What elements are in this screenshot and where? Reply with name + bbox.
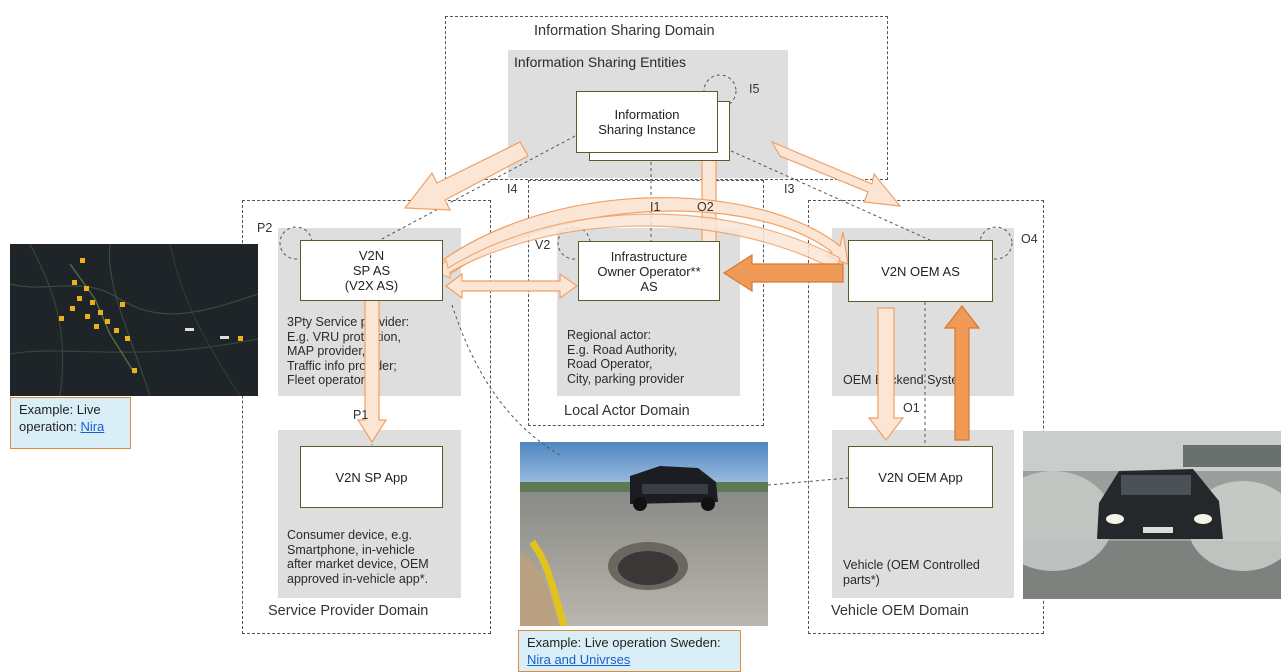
infra-as-box[interactable]: Infrastructure Owner Operator** AS bbox=[578, 241, 720, 301]
point-i4: I4 bbox=[507, 182, 518, 196]
vehicle-description: Vehicle (OEM Controlled parts*) bbox=[843, 558, 980, 587]
oem-app-box[interactable]: V2N OEM App bbox=[848, 446, 993, 508]
photo-to-oem-app-line bbox=[767, 477, 849, 486]
nira-and-univrses-link[interactable]: Nira and Univrses bbox=[527, 652, 631, 667]
example-left-text: Example: Live operation: bbox=[19, 402, 101, 434]
vehicle-oem-domain-label: Vehicle OEM Domain bbox=[831, 603, 969, 619]
arrow-info-to-sp bbox=[403, 141, 529, 211]
point-v2: V2 bbox=[535, 238, 551, 252]
sp-as-label: V2N SP AS (V2X AS) bbox=[344, 248, 399, 293]
arrow-info-to-oem bbox=[770, 140, 902, 207]
sp-app-box[interactable]: V2N SP App bbox=[300, 446, 443, 508]
local-actor-domain-boundary bbox=[528, 180, 764, 426]
point-p1: P1 bbox=[353, 408, 369, 422]
map-image bbox=[10, 244, 258, 396]
info-sharing-domain-boundary bbox=[445, 16, 888, 180]
spray-image bbox=[1023, 431, 1281, 599]
map-photo bbox=[10, 244, 258, 396]
arrow-sp-down-to-app bbox=[356, 299, 388, 444]
point-p2: P2 bbox=[257, 221, 273, 235]
arrow-oem-as-down-to-app bbox=[867, 307, 905, 441]
vehicle-oem-domain-boundary bbox=[808, 200, 1044, 634]
service-provider-domain-label: Service Provider Domain bbox=[268, 603, 429, 619]
sp-app-label: V2N SP App bbox=[335, 469, 408, 485]
point-i5: I5 bbox=[749, 82, 760, 96]
sp-to-photo-line bbox=[451, 304, 561, 456]
arrow-oem-app-up bbox=[943, 305, 981, 441]
local-actor-domain-label: Local Actor Domain bbox=[564, 403, 690, 419]
info-sharing-instance-box[interactable]: Information Sharing Instance bbox=[576, 91, 718, 153]
oem-as-box[interactable]: V2N OEM AS bbox=[848, 240, 993, 302]
arrow-oem-sp-curved bbox=[435, 213, 841, 279]
oem-as-label: V2N OEM AS bbox=[881, 263, 960, 279]
point-o1: O1 bbox=[903, 401, 920, 415]
water-spray-photo bbox=[1023, 431, 1281, 599]
arrow-sp-infra-bidir bbox=[445, 272, 579, 300]
infra-as-label: Infrastructure Owner Operator** AS bbox=[597, 248, 701, 294]
sp-as-box[interactable]: V2N SP AS (V2X AS) bbox=[300, 240, 443, 301]
point-o2: O2 bbox=[697, 200, 714, 214]
pothole-photo bbox=[520, 442, 768, 626]
point-i1: I1 bbox=[650, 200, 661, 214]
point-i3: I3 bbox=[784, 182, 795, 196]
example-live-operation-box: Example: Live operation: Nira bbox=[10, 397, 131, 449]
i3-interface-line bbox=[719, 145, 931, 241]
info-entities-label: Information Sharing Entities bbox=[514, 54, 686, 70]
i4-interface-line bbox=[379, 135, 576, 241]
nira-link[interactable]: Nira bbox=[80, 419, 105, 434]
service-provider-domain-boundary bbox=[242, 200, 491, 634]
regional-actor-description: Regional actor: E.g. Road Authority, Roa… bbox=[567, 328, 685, 386]
info-sharing-domain-label: Information Sharing Domain bbox=[534, 23, 715, 39]
point-o4: O4 bbox=[1021, 232, 1038, 246]
consumer-device-description: Consumer device, e.g. Smartphone, in-veh… bbox=[287, 528, 429, 586]
pothole-image bbox=[520, 442, 768, 626]
info-sharing-instance-label: Information Sharing Instance bbox=[598, 107, 696, 137]
oem-app-label: V2N OEM App bbox=[878, 469, 963, 485]
example-bottom-text: Example: Live operation Sweden: bbox=[527, 635, 721, 650]
arrow-oem-to-infra bbox=[722, 253, 844, 293]
